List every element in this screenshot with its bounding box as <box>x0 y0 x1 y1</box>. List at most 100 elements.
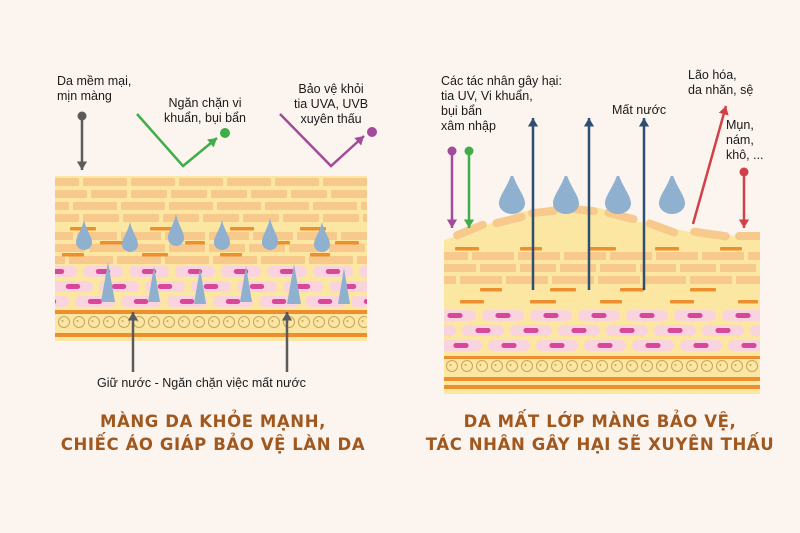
pink-nucleus <box>427 328 442 333</box>
cell-circle <box>746 360 758 372</box>
water-spike <box>240 266 252 302</box>
brick <box>702 252 744 260</box>
cell-circle <box>446 360 458 372</box>
brick <box>506 276 548 284</box>
cell-dot <box>226 320 229 322</box>
pink-nucleus <box>645 343 661 348</box>
pink-nucleus <box>279 269 295 274</box>
brick <box>129 244 165 252</box>
skin-line <box>185 241 205 245</box>
brick <box>179 178 223 186</box>
brick <box>243 214 279 222</box>
caption-healthy-skin: MÀNG DA KHỎE MẠNH, CHIẾC ÁO GIÁP BẢO VỆ … <box>60 412 366 454</box>
water-drop <box>262 218 278 250</box>
brick <box>341 232 367 240</box>
cell-circle <box>193 316 205 328</box>
brick <box>123 214 159 222</box>
broken-bricks <box>444 204 760 284</box>
cell-circle <box>701 360 713 372</box>
water-drop <box>499 176 525 214</box>
brick <box>644 276 686 284</box>
skin-line <box>310 253 330 257</box>
brick <box>163 214 199 222</box>
brick <box>291 190 327 198</box>
brick <box>251 190 287 198</box>
brick <box>55 202 69 210</box>
base-line <box>444 377 760 381</box>
arrow-harmful-green <box>463 146 475 228</box>
brick <box>55 256 65 264</box>
cell-dot <box>554 364 557 366</box>
water-drops-escaping <box>499 176 685 214</box>
cell-circle <box>461 360 473 372</box>
brick <box>211 190 247 198</box>
label-water-loss: Mất nước <box>612 103 667 117</box>
pink-nucleus <box>715 328 731 333</box>
pink-nucleus <box>225 299 241 304</box>
arrow-start-dot <box>447 146 457 156</box>
brick <box>309 256 353 264</box>
brick <box>89 244 125 252</box>
pink-nucleus <box>523 328 539 333</box>
brick <box>520 264 556 272</box>
water-spike <box>148 266 160 302</box>
cell-dot <box>524 364 527 366</box>
pink-nucleus <box>187 269 203 274</box>
arrow-acne <box>738 167 750 228</box>
brick <box>444 264 476 272</box>
brick <box>227 178 271 186</box>
cell-dot <box>181 320 184 322</box>
cell-circle <box>208 316 220 328</box>
brick <box>361 202 367 210</box>
pink-cell <box>750 325 760 336</box>
base-layer <box>444 356 760 389</box>
cell-dot <box>196 320 199 322</box>
water-drop <box>168 214 184 246</box>
cell-circle <box>521 360 533 372</box>
cell-circle <box>686 360 698 372</box>
brick <box>55 190 87 198</box>
brick <box>213 256 257 264</box>
cell-circle <box>491 360 503 372</box>
label-block-bacteria: Ngăn chặn vi khuẩn, bụi bẩn <box>164 96 247 125</box>
brick <box>472 252 514 260</box>
brick <box>69 256 113 264</box>
healthy-skin-panel <box>55 176 367 341</box>
brick <box>217 202 261 210</box>
base-line <box>444 356 760 359</box>
skin-line <box>62 253 84 257</box>
skin-line <box>230 227 254 231</box>
pink-nucleus <box>111 284 127 289</box>
brick <box>275 178 319 186</box>
skin-lines <box>62 227 359 257</box>
water-drop <box>314 222 330 253</box>
brick <box>83 214 119 222</box>
damaged-skin-layers <box>427 176 760 394</box>
skin-line <box>455 247 479 251</box>
green-dot <box>220 128 230 138</box>
caption-damaged-skin: DA MẤT LỚP MÀNG BẢO VỆ, TÁC NHÂN GÂY HẠI… <box>425 412 775 454</box>
cell-dot <box>509 364 512 366</box>
base-line <box>55 310 367 314</box>
pink-nucleus <box>249 284 265 289</box>
skin-line <box>335 241 359 245</box>
cell-dot <box>76 320 79 322</box>
arrow-protect-uv <box>279 113 365 168</box>
brick <box>131 178 175 186</box>
broken-brick <box>528 206 558 218</box>
pink-nucleus <box>687 313 703 318</box>
arrow-block-bacteria <box>136 113 218 168</box>
pink-cell <box>55 266 77 277</box>
cell-circle <box>731 360 743 372</box>
cell-circle <box>716 360 728 372</box>
cell-dot <box>719 364 722 366</box>
cell-dot <box>61 320 64 322</box>
skin-line <box>670 300 694 304</box>
brick <box>117 256 161 264</box>
pink-nucleus <box>549 343 565 348</box>
brick <box>131 190 167 198</box>
cell-circle <box>298 316 310 328</box>
cell-circle <box>671 360 683 372</box>
brick <box>460 276 502 284</box>
base-line <box>55 333 367 337</box>
